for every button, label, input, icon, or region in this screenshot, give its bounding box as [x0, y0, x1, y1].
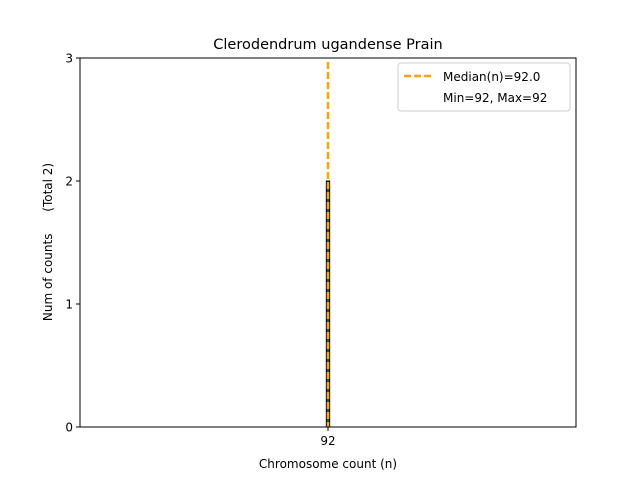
x-axis: 92 — [320, 427, 336, 448]
plot-frame — [79, 57, 577, 428]
x-tick-label: 92 — [320, 434, 335, 448]
y-tick-label: 1 — [65, 298, 73, 312]
legend: Median(n)=92.0 Min=92, Max=92 — [397, 62, 571, 112]
legend-box — [397, 62, 571, 112]
y-tick-label: 2 — [65, 175, 73, 189]
y-tick-label: 3 — [65, 52, 73, 66]
y-axis-label-total: (Total 2) — [41, 163, 55, 212]
chart-title: Clerodendrum ugandense Prain — [213, 37, 442, 53]
y-tick-label: 0 — [65, 421, 73, 435]
y-axis-label-main: Num of counts — [41, 234, 55, 322]
y-axis-label: Num of counts (Total 2) — [41, 163, 55, 321]
x-axis-label: Chromosome count (n) — [259, 457, 397, 471]
legend-minmax-label: Min=92, Max=92 — [443, 91, 547, 105]
legend-median-label: Median(n)=92.0 — [443, 70, 540, 84]
y-axis: 0 1 2 3 — [65, 52, 80, 435]
